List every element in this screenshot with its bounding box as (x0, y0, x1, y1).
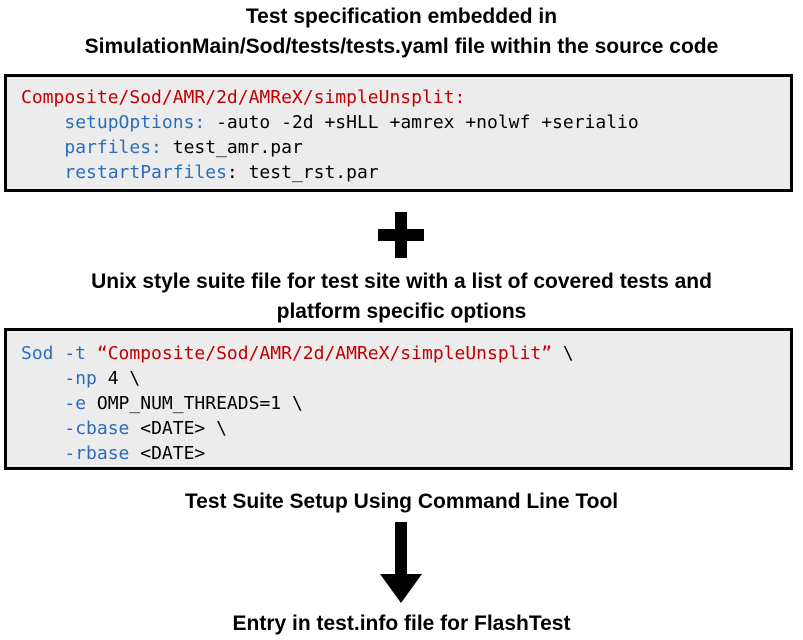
restart-parfiles-value: : test_rst.par (226, 162, 379, 183)
yaml-code-box: Composite/Sod/AMR/2d/AMReX/simpleUnsplit… (4, 74, 793, 192)
yaml-heading-line2: SimulationMain/Sod/tests/tests.yaml file… (84, 35, 719, 58)
setup-heading: Test Suite Setup Using Command Line Tool (184, 490, 619, 513)
yaml-heading-line1: Test specification embedded in (245, 5, 558, 28)
rbase-value: <DATE> (129, 443, 206, 464)
parfiles-value: test_amr.par (161, 137, 303, 158)
suite-code-box: Sod -t “Composite/Sod/AMR/2d/AMReX/simpl… (4, 328, 793, 470)
down-arrow-shaft (395, 522, 407, 578)
setup-options-value: -auto -2d +sHLL +amrex +nolwf +serialio (205, 112, 639, 133)
suite-heading-line2: platform specific options (276, 300, 527, 323)
suite-command: Sod -t (21, 343, 87, 364)
plus-symbol (378, 212, 424, 258)
suite-test-path: “Composite/Sod/AMR/2d/AMReX/simpleUnspli… (96, 343, 553, 364)
yaml-heading: Test specification embedded in Simulatio… (0, 2, 803, 62)
restart-parfiles-key: restartParfiles (64, 162, 227, 183)
cbase-value: <DATE> \ (129, 418, 227, 439)
parfiles-key: parfiles: (64, 137, 162, 158)
down-arrow-head (380, 574, 422, 603)
yaml-code: Composite/Sod/AMR/2d/AMReX/simpleUnsplit… (21, 85, 639, 185)
np-flag: -np (64, 368, 97, 389)
e-value: OMP_NUM_THREADS=1 \ (86, 393, 303, 414)
suite-code: Sod -t “Composite/Sod/AMR/2d/AMReX/simpl… (21, 341, 574, 466)
e-flag: -e (64, 393, 87, 414)
suite-heading-line1: Unix style suite file for test site with… (91, 270, 712, 293)
yaml-test-key: Composite/Sod/AMR/2d/AMReX/simpleUnsplit… (21, 87, 466, 108)
cbase-flag: -cbase (64, 418, 130, 439)
setup-options-key: setupOptions: (64, 112, 206, 133)
np-value: 4 \ (96, 368, 141, 389)
rbase-flag: -rbase (64, 443, 130, 464)
entry-heading: Entry in test.info file for FlashTest (232, 612, 571, 635)
plus-vertical-bar (395, 212, 407, 258)
suite-continuation: \ (552, 343, 574, 364)
suite-heading: Unix style suite file for test site with… (0, 267, 803, 327)
down-arrow (380, 522, 422, 603)
